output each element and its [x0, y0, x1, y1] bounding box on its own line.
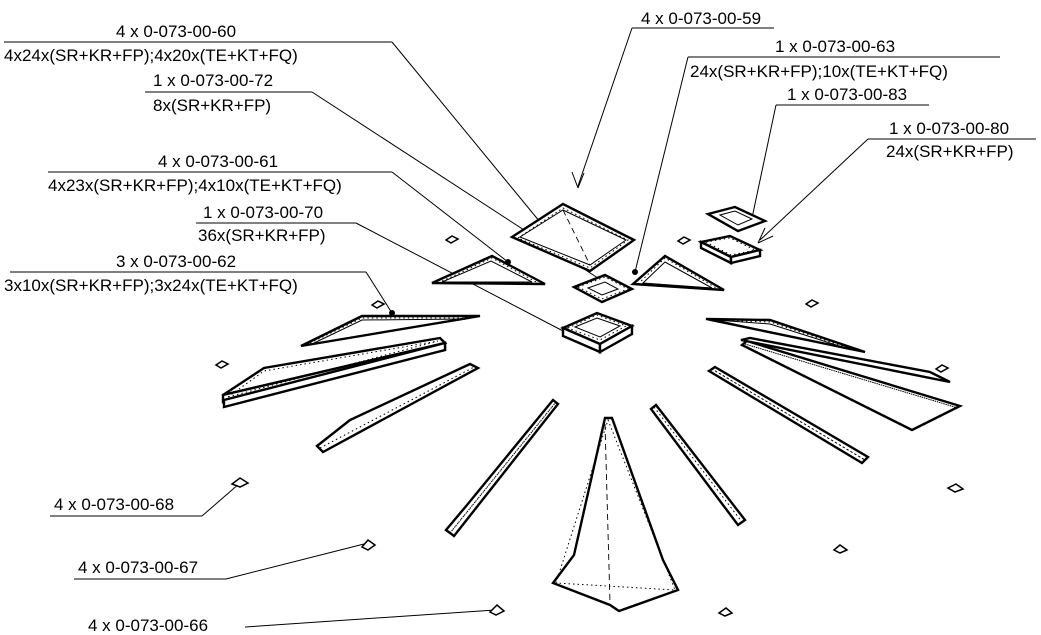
right-frame [697, 234, 764, 265]
callout-0-073-00-68: 4 x 0-073-00-68 [50, 482, 241, 517]
callout-0-073-00-70: 1 x 0-073-00-70 36x(SR+KR+FP) [196, 203, 566, 333]
wing-panel-right-5 [649, 403, 747, 527]
wing-panel-right-upper [705, 317, 866, 354]
base-frame [560, 311, 635, 355]
callout-fastener-label: 4x24x(SR+KR+FP);4x20x(TE+KT+FQ) [4, 46, 298, 65]
callout-part-label: 1 x 0-073-00-70 [203, 203, 323, 222]
wing-panel-right-3 [739, 339, 964, 432]
callout-part-label: 1 x 0-073-00-72 [153, 71, 273, 90]
leader-line [391, 41, 541, 223]
callout-part-label: 1 x 0-073-00-63 [775, 37, 895, 56]
callout-fastener-label: 36x(SR+KR+FP) [198, 226, 326, 245]
leader-line [751, 104, 777, 219]
leader-line [201, 482, 241, 517]
leader-line [225, 543, 365, 580]
callout-part-label: 4 x 0-073-00-68 [54, 495, 174, 514]
callout-0-073-00-63: 1 x 0-073-00-63 24x(SR+KR+FP);10x(TE+KT+… [632, 37, 1000, 275]
leader-line [391, 171, 509, 263]
callout-fastener-label: 8x(SR+KR+FP) [153, 96, 271, 115]
callout-0-073-00-59: 4 x 0-073-00-59 [571, 9, 774, 189]
callout-0-073-00-72: 1 x 0-073-00-72 8x(SR+KR+FP) [145, 71, 605, 283]
callout-part-label: 4 x 0-073-00-60 [116, 22, 236, 41]
leader-line [365, 271, 393, 314]
callout-0-073-00-61: 4 x 0-073-00-61 4x23x(SR+KR+FP);4x10x(TE… [48, 152, 511, 265]
callout-0-073-00-62: 3 x 0-073-00-62 3x10x(SR+KR+FP);3x24x(TE… [4, 252, 395, 316]
leader-line [244, 609, 496, 628]
wing-panel-right-4 [706, 365, 870, 465]
leader-arrowhead [571, 171, 585, 189]
wing-panel-left-upper [300, 314, 481, 348]
callout-part-label: 4 x 0-073-00-61 [158, 152, 278, 171]
upper-right-plate [704, 205, 769, 233]
callout-part-label: 4 x 0-073-00-67 [78, 558, 198, 577]
callout-part-label: 4 x 0-073-00-66 [88, 616, 208, 635]
leader-dot [632, 269, 638, 275]
callout-part-label: 1 x 0-073-00-80 [889, 119, 1009, 138]
wing-panel-left-3 [222, 341, 447, 409]
callout-fastener-label: 24x(SR+KR+FP) [886, 142, 1014, 161]
right-triangle-panel [630, 254, 725, 292]
wing-panel-left-4 [315, 362, 481, 454]
callout-fastener-label: 24x(SR+KR+FP);10x(TE+KT+FQ) [690, 62, 948, 81]
callout-fastener-label: 3x10x(SR+KR+FP);3x24x(TE+KT+FQ) [4, 276, 298, 295]
wing-panel-center [551, 416, 680, 613]
callout-0-073-00-60: 4 x 0-073-00-60 4x24x(SR+KR+FP);4x20x(TE… [4, 22, 543, 225]
center-plate [571, 273, 635, 304]
leader-line [634, 56, 689, 273]
leader-line [577, 27, 633, 187]
bracket-parts [214, 235, 965, 617]
callout-part-label: 4 x 0-073-00-59 [641, 9, 761, 28]
callout-part-label: 3 x 0-073-00-62 [116, 252, 236, 271]
callout-part-label: 1 x 0-073-00-83 [787, 85, 907, 104]
left-triangle-panel [431, 254, 546, 286]
leader-line [759, 138, 869, 241]
wing-panel-right-2 [740, 336, 951, 384]
pyramid-top-panel [509, 202, 637, 273]
callout-fastener-label: 4x23x(SR+KR+FP);4x10x(TE+KT+FQ) [48, 176, 342, 195]
leader-arrowhead [757, 227, 774, 244]
callout-0-073-00-66: 4 x 0-073-00-66 [88, 609, 496, 635]
wing-panel-left-5 [444, 398, 560, 538]
callout-0-073-00-80: 1 x 0-073-00-80 24x(SR+KR+FP) [757, 119, 1036, 244]
leader-dot [389, 310, 395, 316]
callout-0-073-00-67: 4 x 0-073-00-67 [74, 543, 365, 580]
